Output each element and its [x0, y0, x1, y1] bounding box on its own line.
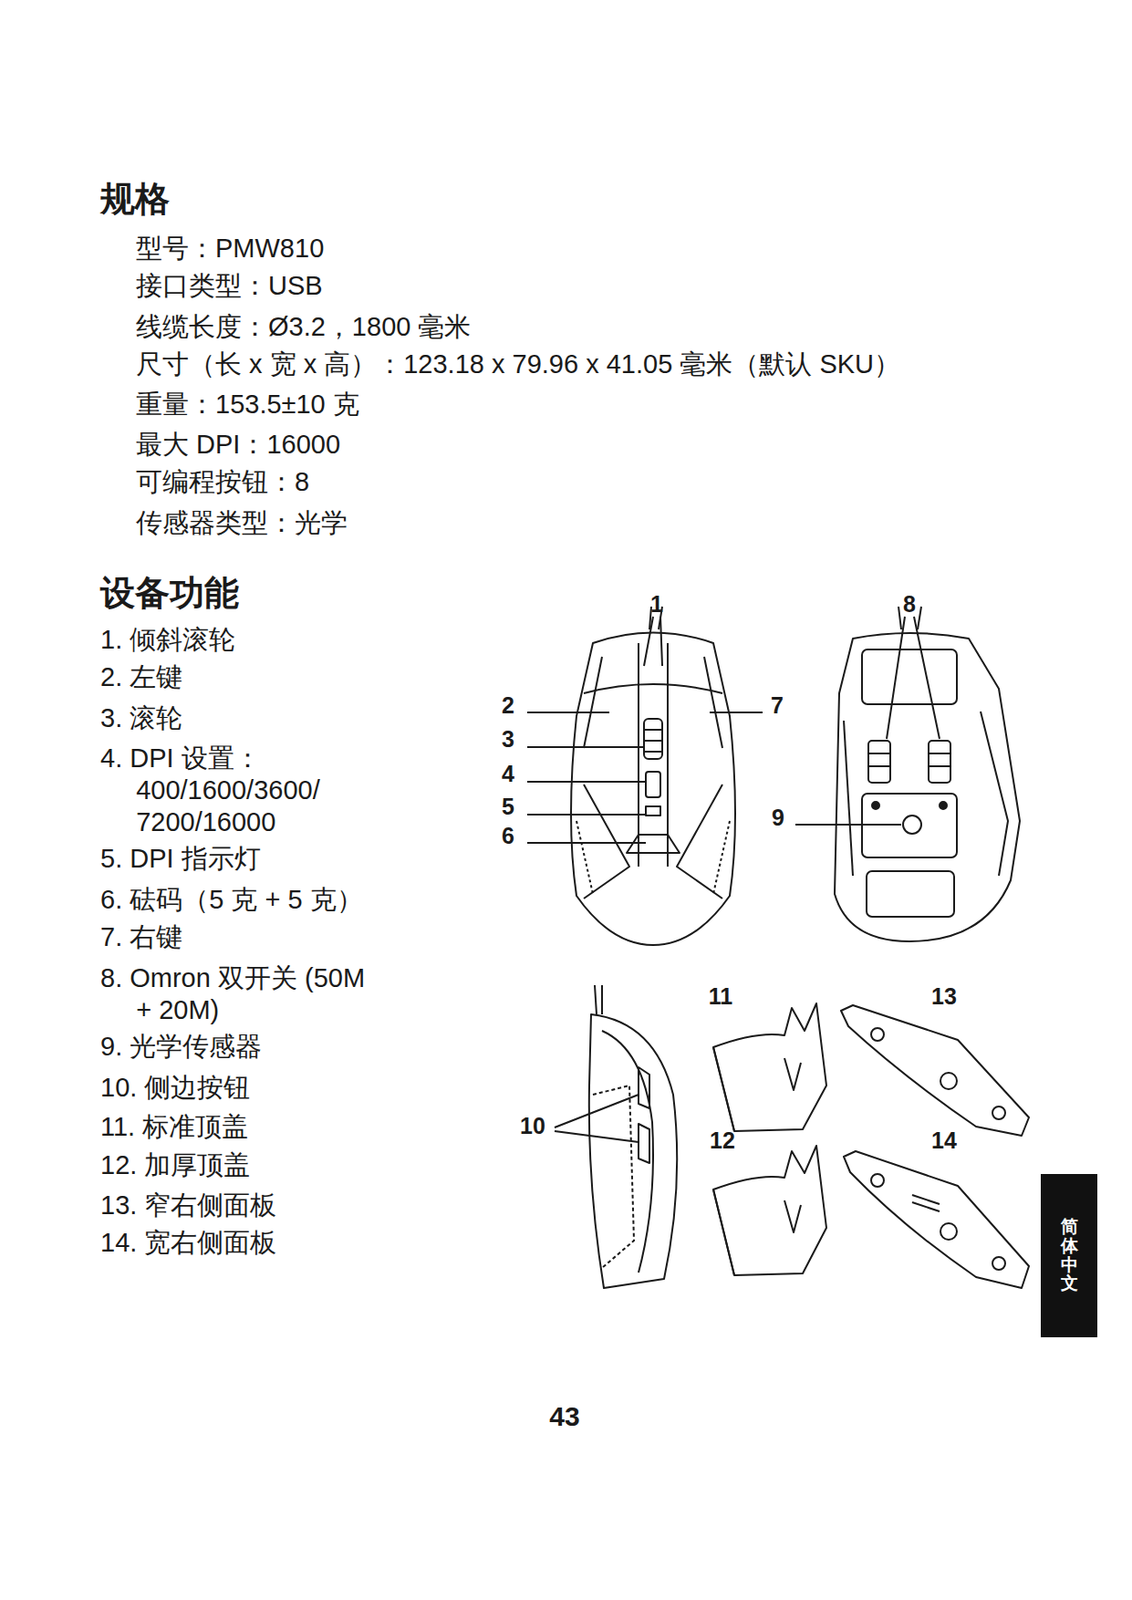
callout-number: 8: [903, 590, 916, 618]
callout-number: 14: [931, 1126, 957, 1154]
spec-line: 重量：153.5±10 克: [135, 388, 360, 421]
callout-number: 10: [519, 1111, 546, 1140]
callout-number: 1: [650, 590, 664, 618]
feature-item: 2. 左键: [100, 661, 183, 694]
section-heading: 设备功能: [100, 572, 239, 615]
mouse-top-view: [571, 606, 736, 946]
page-number: 43: [549, 1400, 580, 1434]
feature-item: 3. 滚轮: [100, 702, 183, 735]
feature-item: 8. Omron 双开关 (50M + 20M): [100, 962, 378, 1027]
feature-item: 1. 倾斜滚轮: [100, 623, 236, 656]
feature-item: 5. DPI 指示灯: [100, 842, 261, 875]
language-tab: 简体中文: [1040, 1173, 1098, 1338]
feature-item: 11. 标准顶盖: [100, 1111, 249, 1143]
spec-line: 型号：PMW810: [135, 232, 324, 265]
callout-number: 13: [931, 982, 957, 1010]
spec-line: 线缆长度：Ø3.2，1800 毫米: [135, 311, 471, 343]
page-heading: 规格: [100, 178, 170, 221]
callout-number: 6: [501, 821, 515, 850]
tab-text: 简体中文: [1060, 1217, 1079, 1295]
feature-item: 6. 砝码（5 克 + 5 克）: [100, 883, 364, 916]
feature-item: 12. 加厚顶盖: [100, 1149, 250, 1182]
callout-number: 4: [501, 759, 515, 788]
feature-item: 13. 窄右侧面板: [100, 1189, 277, 1222]
callout-number: 11: [708, 982, 733, 1010]
feature-item: 7. 右键: [100, 921, 183, 954]
callout-number: 7: [770, 691, 784, 719]
spec-line: 接口类型：USB: [135, 270, 323, 302]
leader-line: [527, 616, 940, 1143]
spec-line: 最大 DPI：16000: [135, 428, 341, 461]
callout-number: 2: [501, 691, 515, 719]
feature-item: 9. 光学传感器: [100, 1030, 262, 1063]
callout-number: 9: [771, 803, 785, 831]
callout-number: 5: [501, 792, 515, 821]
spec-line: 尺寸（长 x 宽 x 高）：123.18 x 79.96 x 41.05 毫米（…: [135, 348, 901, 381]
spec-line: 传感器类型：光学: [135, 507, 348, 540]
side-panel: [841, 1005, 1029, 1288]
spec-line: 可编程按钮：8: [135, 466, 310, 499]
feature-item: 10. 侧边按钮: [100, 1071, 250, 1104]
mouse-bottom-view: [834, 606, 1020, 942]
callout-number: 3: [501, 725, 515, 753]
feature-item: 14. 宽右侧面板: [100, 1226, 277, 1259]
callout-number: 12: [709, 1126, 736, 1154]
feature-item: 4. DPI 设置： 400/1600/3600/ 7200/16000: [100, 742, 437, 838]
